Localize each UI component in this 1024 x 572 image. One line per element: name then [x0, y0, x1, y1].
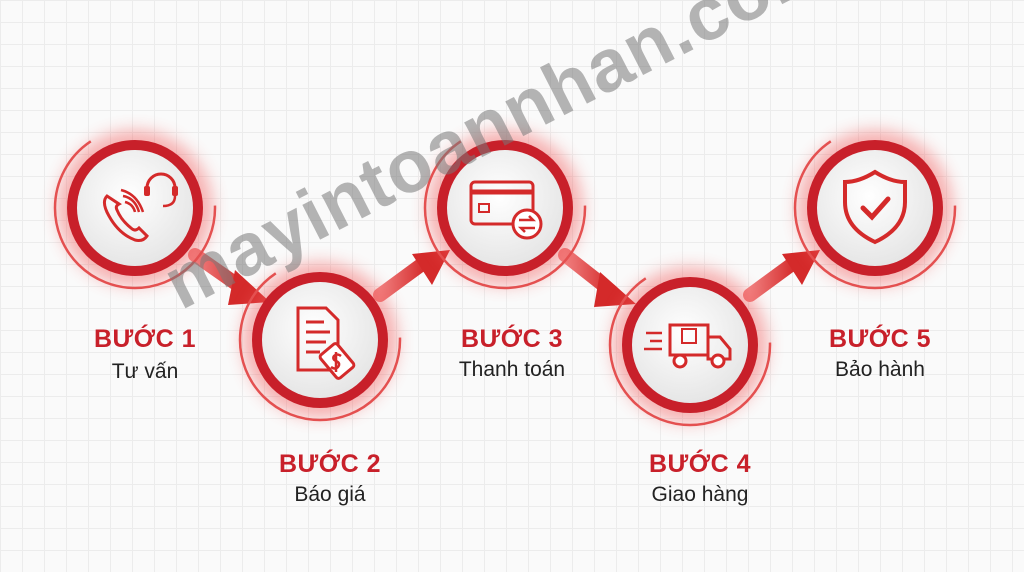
step-1-outer-ring — [53, 126, 217, 290]
step-5-title: BƯỚC 5 — [828, 325, 932, 353]
step-3-label: Thanh toán — [458, 358, 566, 381]
step-4-label: Giao hàng — [651, 483, 749, 506]
arrow-4-5 — [743, 255, 802, 302]
quote-document-price-tag-icon — [296, 306, 356, 380]
credit-card-transfer-icon — [469, 180, 543, 240]
arrow-head-2-3 — [412, 250, 450, 285]
step-4-title: BƯỚC 4 — [648, 450, 752, 478]
step-2-title: BƯỚC 2 — [278, 450, 382, 478]
step-3-outer-ring — [423, 126, 587, 290]
step-2-outer-ring — [238, 258, 402, 422]
step-1-face — [77, 150, 193, 266]
phone-headset-icon — [102, 172, 178, 242]
step-1-circle — [53, 126, 217, 290]
step-5-face — [817, 150, 933, 266]
step-2-face — [262, 282, 378, 398]
step-5-outer-ring — [793, 126, 957, 290]
step-5-label: Bảo hành — [835, 358, 925, 381]
delivery-truck-icon — [644, 323, 732, 369]
arrow-2-3 — [373, 255, 432, 302]
step-4-face — [632, 287, 748, 403]
step-4-outer-ring — [608, 263, 772, 427]
step-3-circle — [423, 126, 587, 290]
step-1-title: BƯỚC 1 — [93, 325, 197, 353]
step-3-title: BƯỚC 3 — [460, 325, 564, 353]
arrow-head-4-5 — [782, 250, 820, 285]
step-4-circle — [608, 263, 772, 427]
step-2-label: Báo giá — [294, 483, 366, 506]
step-circles — [53, 126, 957, 427]
step-2-circle — [238, 258, 402, 422]
step-1-label: Tư vấn — [111, 360, 179, 383]
shield-check-icon — [843, 169, 907, 245]
step-5-circle — [793, 126, 957, 290]
